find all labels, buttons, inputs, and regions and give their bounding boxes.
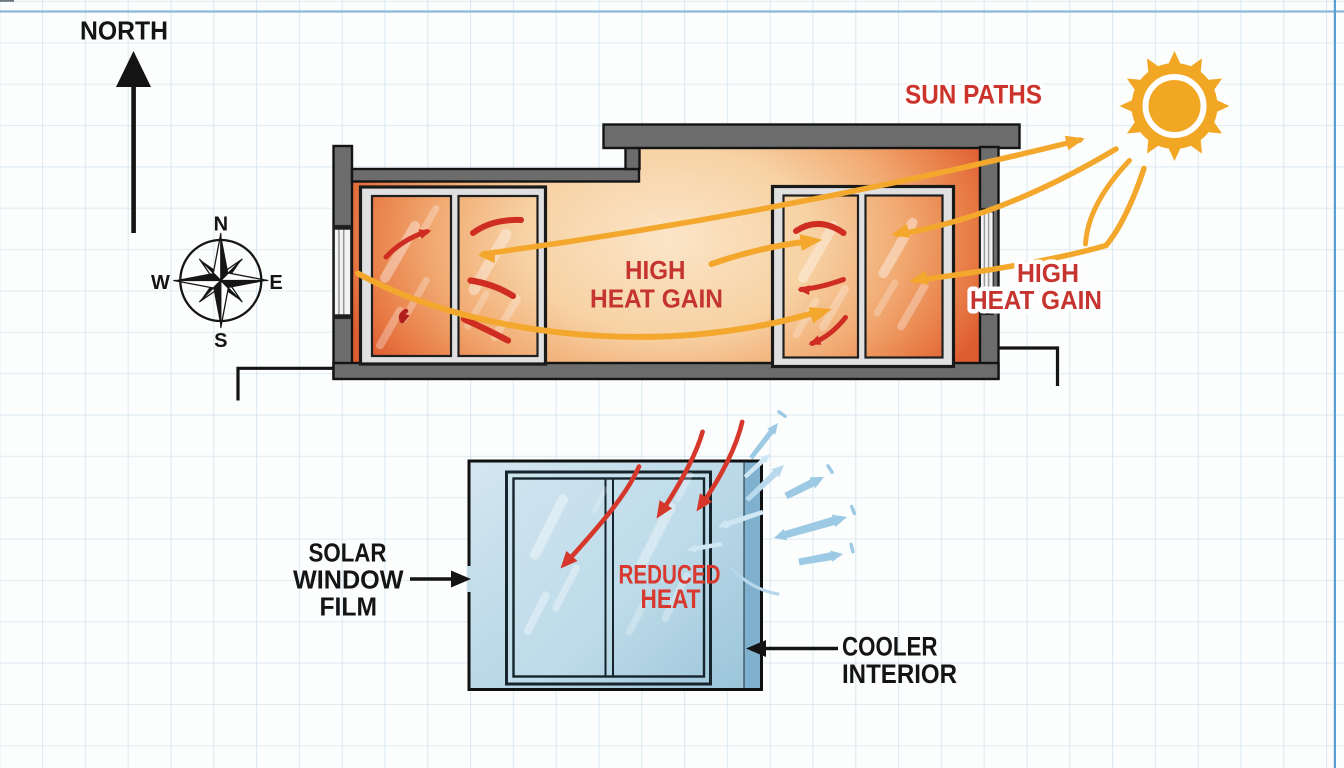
svg-text:SUN PATHS: SUN PATHS xyxy=(905,79,1042,109)
svg-text:NORTH: NORTH xyxy=(80,16,168,46)
svg-text:HIGH: HIGH xyxy=(625,255,686,285)
svg-text:HIGH: HIGH xyxy=(1017,258,1079,288)
svg-text:INTERIOR: INTERIOR xyxy=(842,659,957,689)
svg-text:W: W xyxy=(151,272,170,294)
svg-text:E: E xyxy=(269,272,282,294)
svg-text:FILM: FILM xyxy=(320,594,378,622)
svg-text:SOLAR: SOLAR xyxy=(309,540,387,568)
svg-text:N: N xyxy=(214,213,228,235)
svg-text:S: S xyxy=(214,330,227,352)
svg-text:COOLER: COOLER xyxy=(842,632,938,662)
svg-text:HEAT GAIN: HEAT GAIN xyxy=(590,283,723,313)
svg-text:HEAT: HEAT xyxy=(641,584,701,614)
svg-text:REDUCED: REDUCED xyxy=(619,560,721,590)
svg-text:HEAT GAIN: HEAT GAIN xyxy=(970,285,1102,315)
svg-text:WINDOW: WINDOW xyxy=(293,567,404,595)
